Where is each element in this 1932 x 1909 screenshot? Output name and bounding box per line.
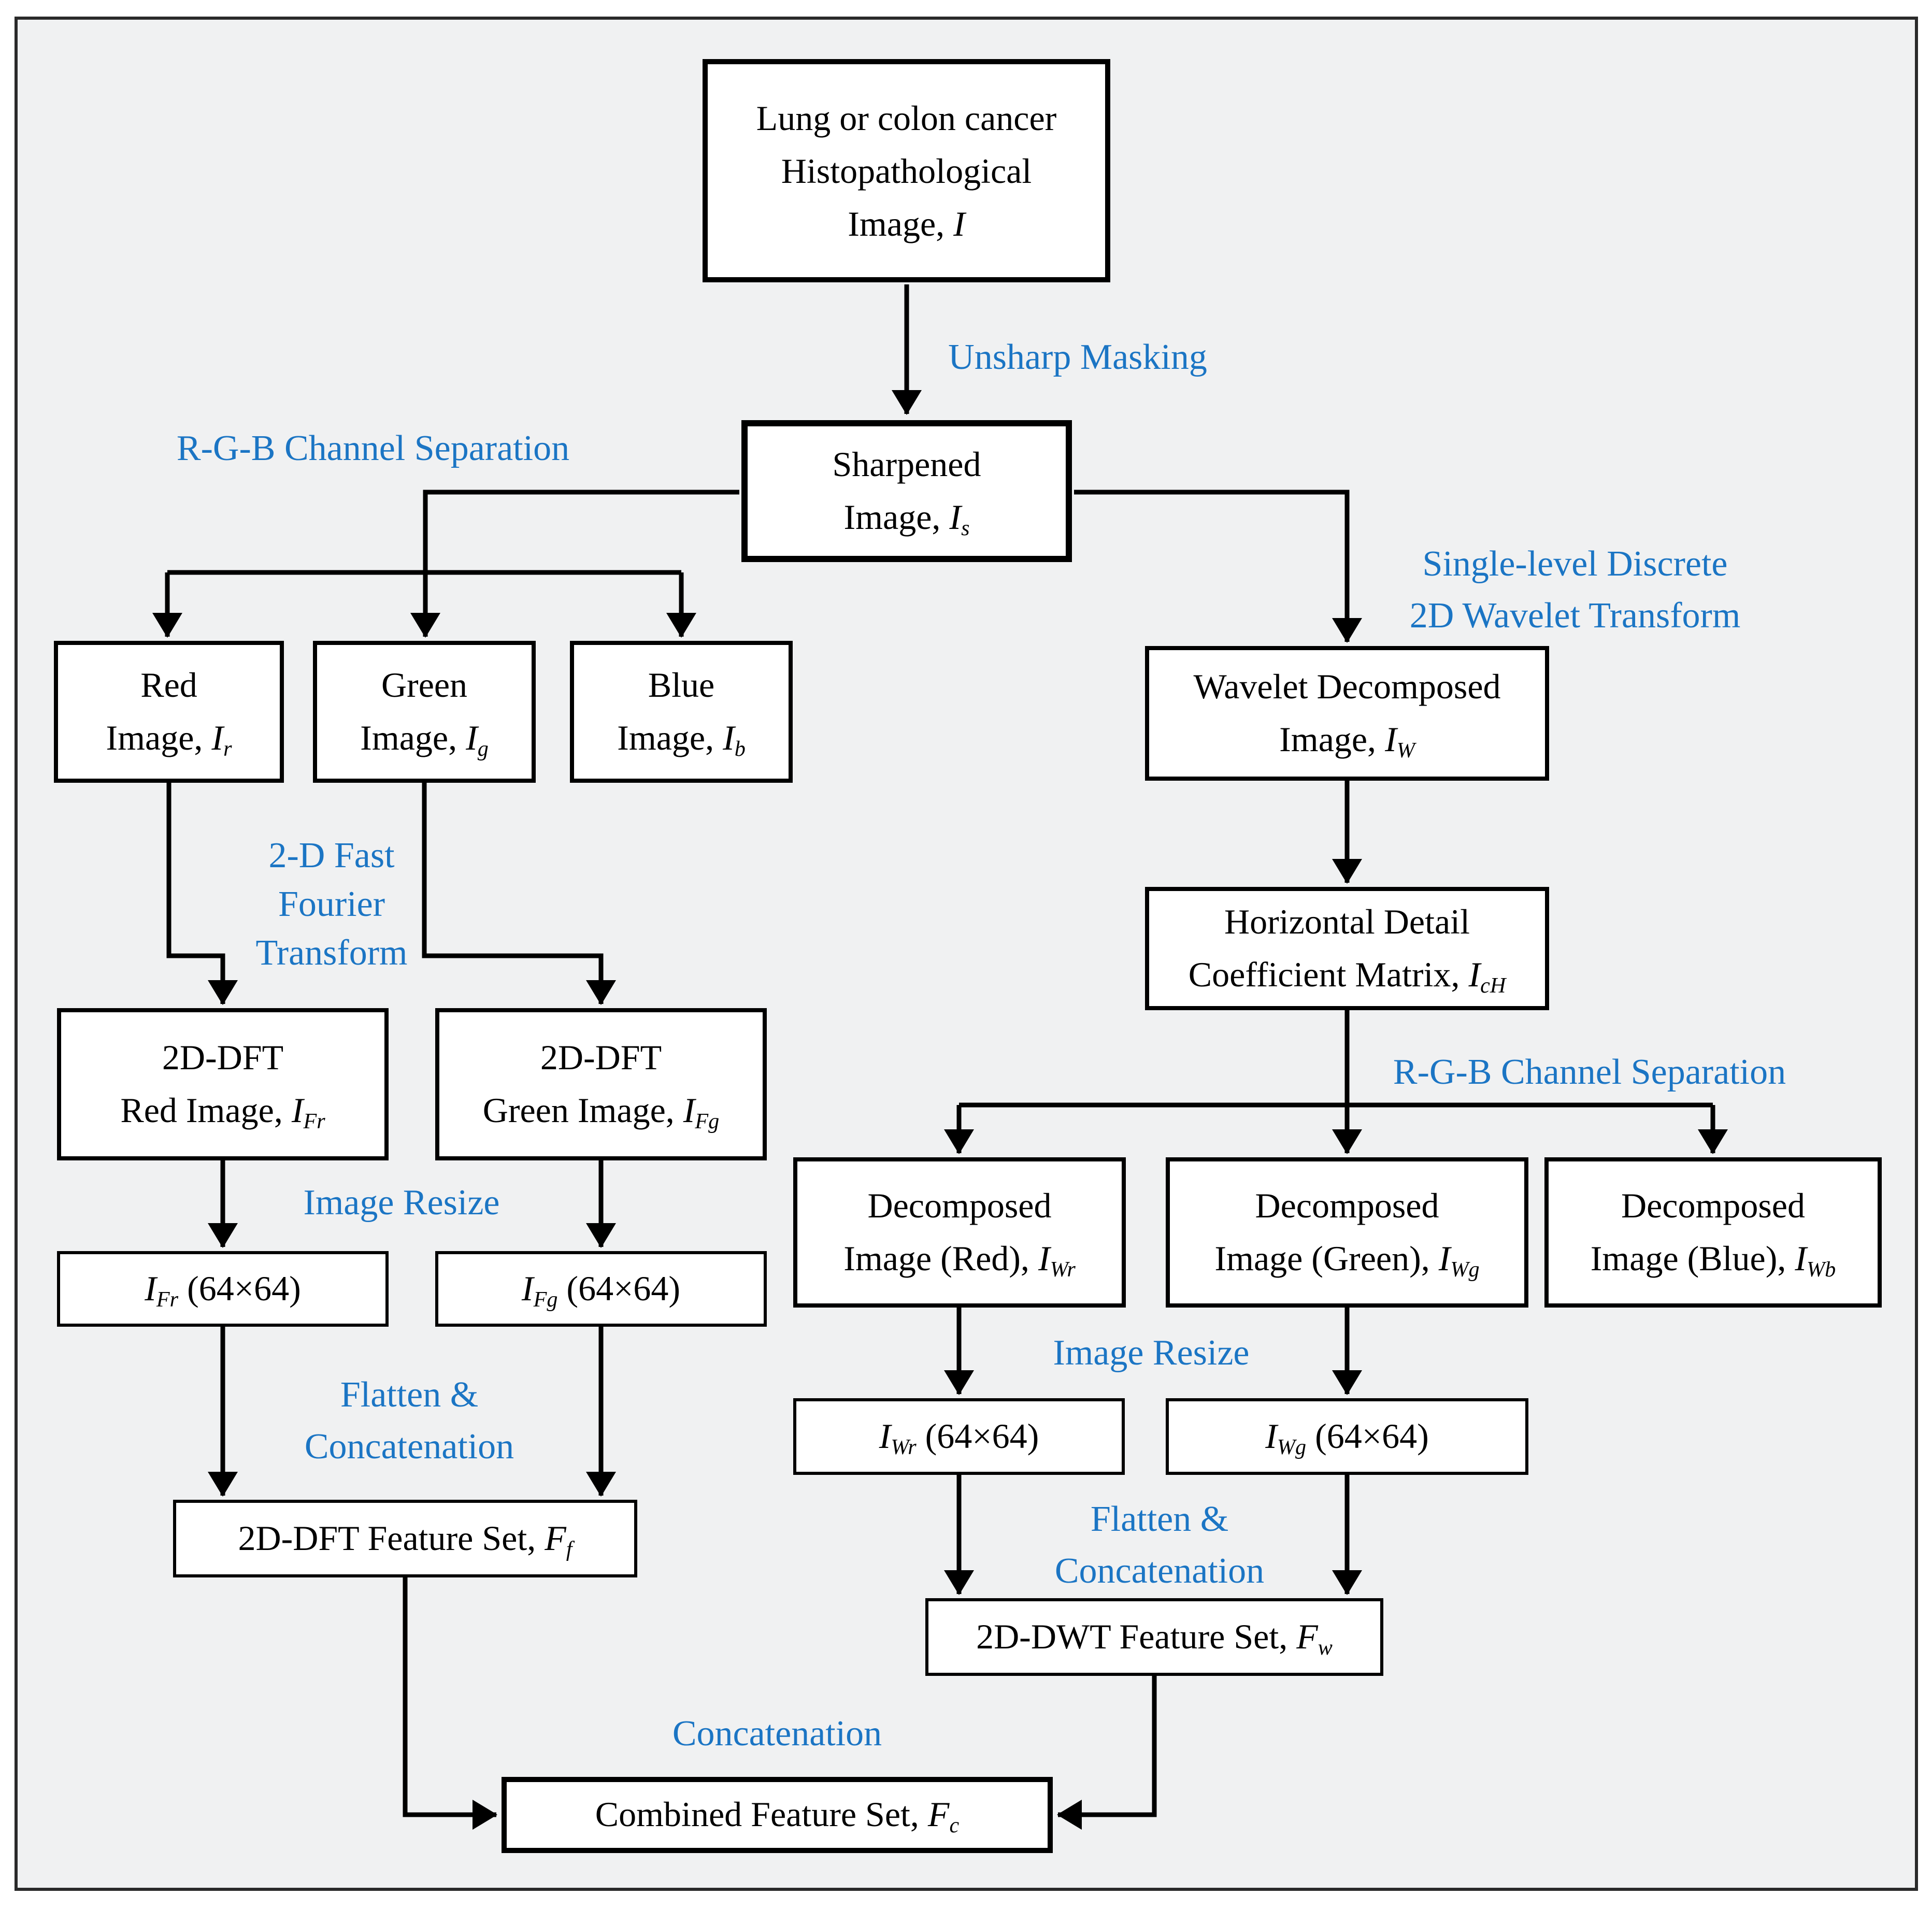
label-image-resize-left: Image Resize: [303, 1183, 500, 1223]
label-unsharp-masking: Unsharp Masking: [948, 337, 1207, 377]
arrow-dwtfeat-to-combined: [1057, 1676, 1157, 1830]
node-iwr-resized: IWr (64×64): [793, 1398, 1125, 1475]
arrow-red-to-dft: [166, 783, 238, 1005]
label-flatten-concat-left: Flatten &Concatenation: [304, 1375, 514, 1467]
node-ifr-resized: IFr (64×64): [57, 1251, 389, 1327]
node-iwg-resized: IWg (64×64): [1166, 1398, 1528, 1475]
node-dwt-feature-set: 2D-DWT Feature Set, Fw: [925, 1598, 1383, 1676]
label-rgb-separation-left: R-G-B Channel Separation: [176, 428, 570, 468]
label-image-resize-right: Image Resize: [1053, 1333, 1250, 1373]
line-sharpened-to-rgb-bus: [423, 490, 739, 575]
label-flatten-concat-right: Flatten &Concatenation: [1054, 1499, 1265, 1591]
arrow-green-to-dft: [422, 783, 616, 1005]
arrow-sharpened-to-wavelet: [1074, 490, 1362, 643]
node-ifg-resized: IFg (64×64): [435, 1251, 767, 1327]
node-dft-feature-set: 2D-DFT Feature Set, Ff: [173, 1500, 637, 1577]
arrow-dftfeat-to-combined: [403, 1577, 497, 1830]
node-combined-feature-set: Combined Feature Set, Fc: [502, 1777, 1053, 1853]
label-rgb-separation-right: R-G-B Channel Separation: [1393, 1052, 1786, 1092]
label-concatenation-bottom: Concatenation: [672, 1714, 882, 1754]
